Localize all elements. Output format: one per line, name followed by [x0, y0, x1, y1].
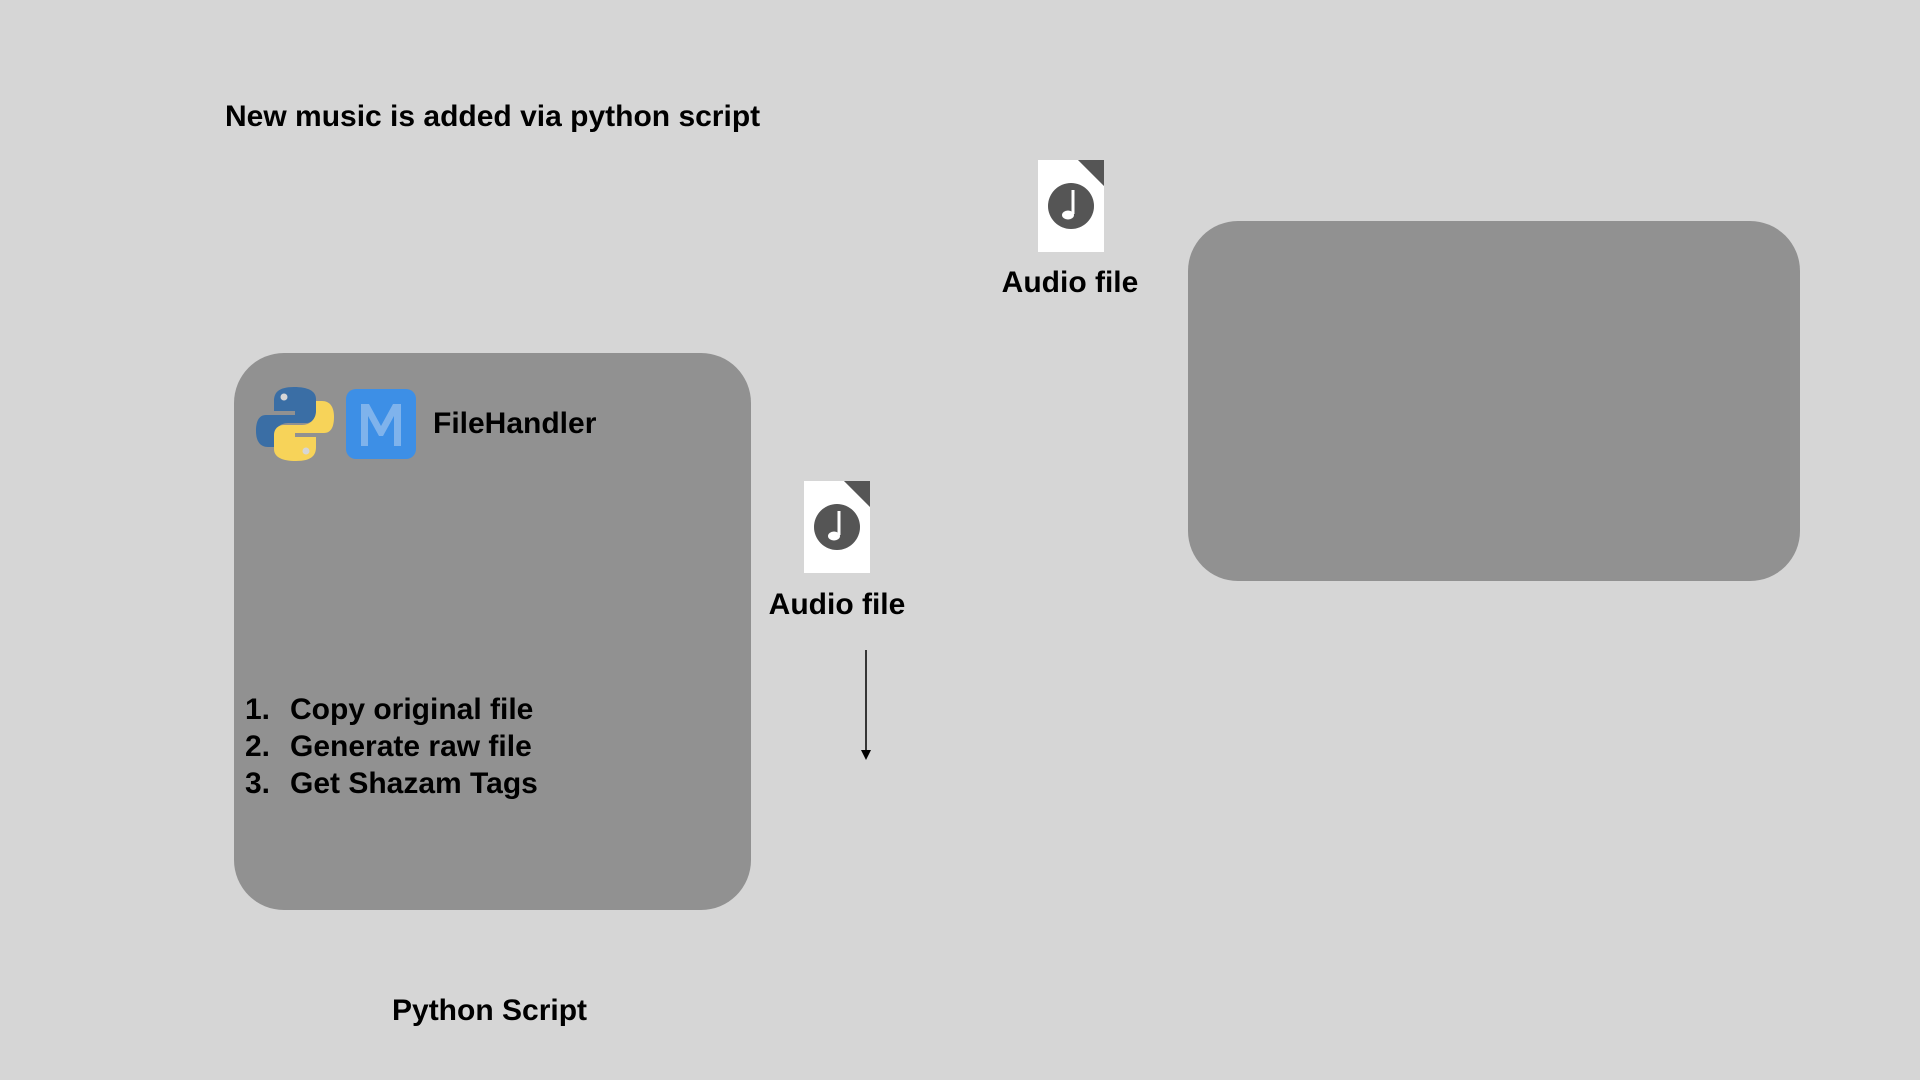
step-number: 1. [245, 693, 271, 726]
audio-file-label: Audio file [768, 588, 906, 621]
destination-box [1188, 221, 1800, 581]
step-number: 2. [245, 730, 271, 763]
steps-list: 1. Copy original file 2. Generate raw file… [245, 691, 538, 802]
file-handler-name: FileHandler [433, 407, 597, 440]
step-text: Get Shazam Tags [290, 767, 538, 800]
diagram-title: New music is added via python script [225, 100, 761, 133]
step-number: 3. [245, 767, 271, 800]
python-script-caption: Python Script [392, 994, 588, 1027]
list-item: 3. Get Shazam Tags [245, 765, 538, 802]
down-arrow [861, 650, 871, 760]
step-text: Copy original file [290, 693, 534, 726]
list-item: 1. Copy original file [245, 691, 538, 728]
m-logo-icon [346, 389, 416, 459]
audio-file-label: Audio file [1001, 266, 1139, 299]
audio-file-icon [804, 481, 870, 573]
audio-file-icon [1038, 160, 1104, 252]
file-handler-header: FileHandler [254, 383, 596, 465]
list-item: 2. Generate raw file [245, 728, 538, 765]
python-logo-icon [256, 387, 334, 461]
file-handler-box [234, 353, 751, 910]
step-text: Generate raw file [290, 730, 532, 763]
